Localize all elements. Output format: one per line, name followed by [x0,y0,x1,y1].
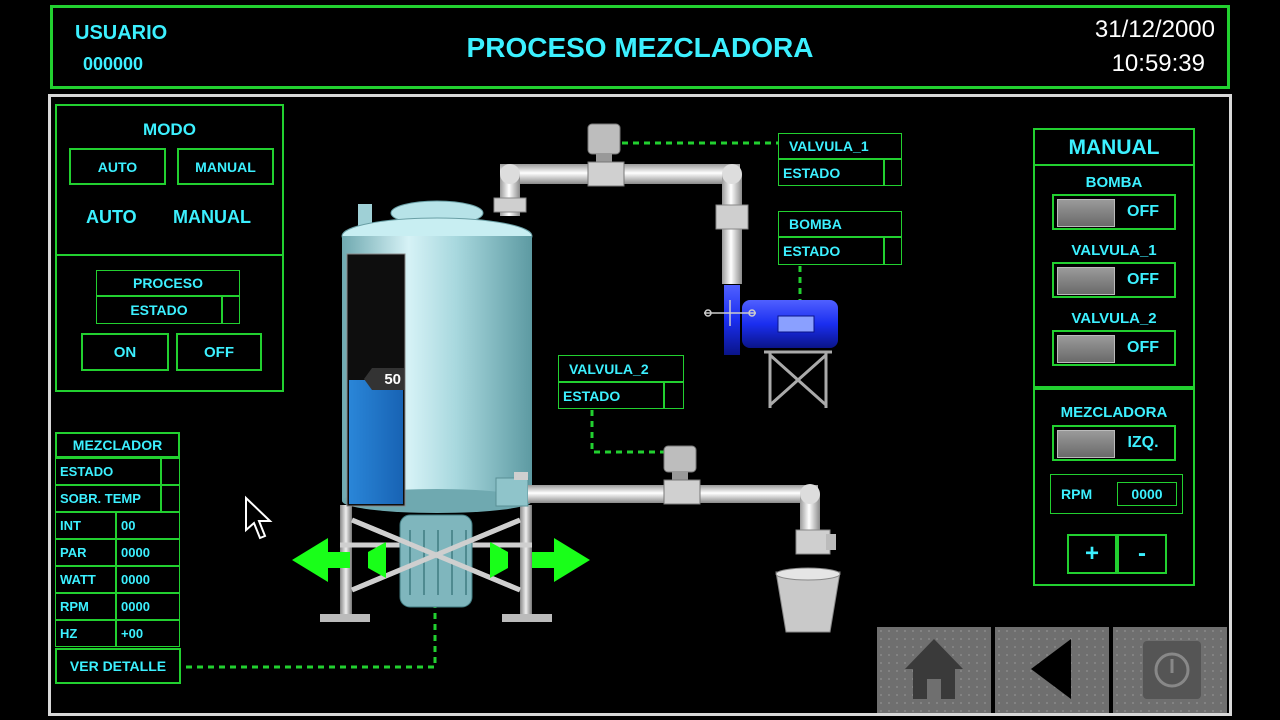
header-date: 31/12/2000 [1094,16,1215,43]
mezclador-row-value: 0000 [116,566,180,593]
valvula1-state: OFF [1127,271,1159,288]
proceso-estado-indicator [222,296,240,324]
valvula2-indicator [664,382,684,409]
mezcladora-state: IZQ. [1127,434,1159,451]
user-id: 000000 [83,54,144,74]
mezclador-row-label: PAR [55,539,116,566]
manual-title: MANUAL [1068,136,1160,159]
toggle-knob [1057,267,1115,295]
toggle-knob [1057,335,1115,363]
back-icon [1031,639,1071,699]
valvula1-toggle[interactable]: OFF [1052,262,1176,298]
tank-level-value: 50 [384,370,401,388]
rpm-field: RPM 0000 [1050,474,1183,514]
bomba-title: BOMBA [778,211,902,237]
sobr-temp: SOBR. TEMP [55,485,161,512]
power-icon [1143,641,1201,699]
mezclador-row-value: 0000 [116,593,180,620]
ver-detalle-button[interactable]: VER DETALLE [55,648,181,684]
bomba-estado: ESTADO [778,237,884,265]
auto-indicator: AUTO [86,207,137,227]
valvula2-estado: ESTADO [558,382,664,409]
mezclador-row-value: +00 [116,620,180,647]
user-label: USUARIO [75,22,168,44]
home-button[interactable] [877,627,991,713]
page-title: PROCESO MEZCLADORA [466,32,814,63]
mezclador-row-value: 0000 [116,539,180,566]
mezclador-row-label: RPM [55,593,116,620]
toggle-knob [1057,430,1115,458]
bomba-toggle[interactable]: OFF [1052,194,1176,230]
valvula2-state: OFF [1127,339,1159,356]
plus-button[interactable]: + [1067,534,1117,574]
proceso-estado: ESTADO [96,296,222,324]
mezcladora-panel: MEZCLADORA IZQ. RPM 0000 + - [1033,388,1195,586]
modo-panel: MODO AUTO MANUAL AUTO MANUAL [55,104,284,256]
manual-button[interactable]: MANUAL [177,148,274,185]
proceso-panel: PROCESO ESTADO ON OFF [55,254,284,392]
bomba-indicator [884,237,902,265]
power-button[interactable] [1113,627,1227,713]
valvula2-label: VALVULA_2 [1071,310,1157,327]
estado-indicator [161,458,180,485]
modo-title: MODO [143,120,196,139]
valvula1-title: VALVULA_1 [778,133,902,159]
valvula1-estado: ESTADO [778,159,884,186]
mezclador-title: MEZCLADOR [55,432,180,458]
valvula1-label: VALVULA_1 [1071,242,1157,259]
home-icon [905,639,963,699]
rpm-value: 0000 [1117,482,1177,506]
valvula1-indicator [884,159,902,186]
rpm-label: RPM [1061,486,1093,502]
bomba-state: OFF [1127,203,1159,220]
bomba-label: BOMBA [1085,174,1143,191]
auto-button[interactable]: AUTO [69,148,166,185]
mezclador-row-value: 00 [116,512,180,539]
proceso-title: PROCESO [96,270,240,296]
mezcladora-label: MEZCLADORA [1060,404,1168,421]
minus-button[interactable]: - [1117,534,1167,574]
toggle-knob [1057,199,1115,227]
header-time: 10:59:39 [1111,50,1205,77]
mezclador-row-label: HZ [55,620,116,647]
sobr-temp-indicator [161,485,180,512]
mezcladora-toggle[interactable]: IZQ. [1052,425,1176,461]
back-button[interactable] [995,627,1109,713]
valvula2-toggle[interactable]: OFF [1052,330,1176,366]
main-frame [48,94,1232,716]
manual-indicator: MANUAL [173,207,251,227]
mezclador-row-label: INT [55,512,116,539]
on-button[interactable]: ON [81,333,169,371]
off-button[interactable]: OFF [176,333,262,371]
mezclador-estado: ESTADO [55,458,161,485]
manual-panel: MANUAL BOMBA OFF VALVULA_1 OFF VALVULA_2… [1033,128,1195,388]
tank-level-label: 50 [364,368,404,390]
mezclador-row-label: WATT [55,566,116,593]
valvula2-title: VALVULA_2 [558,355,684,382]
header-bar: USUARIO 000000 PROCESO MEZCLADORA 31/12/… [50,5,1230,89]
